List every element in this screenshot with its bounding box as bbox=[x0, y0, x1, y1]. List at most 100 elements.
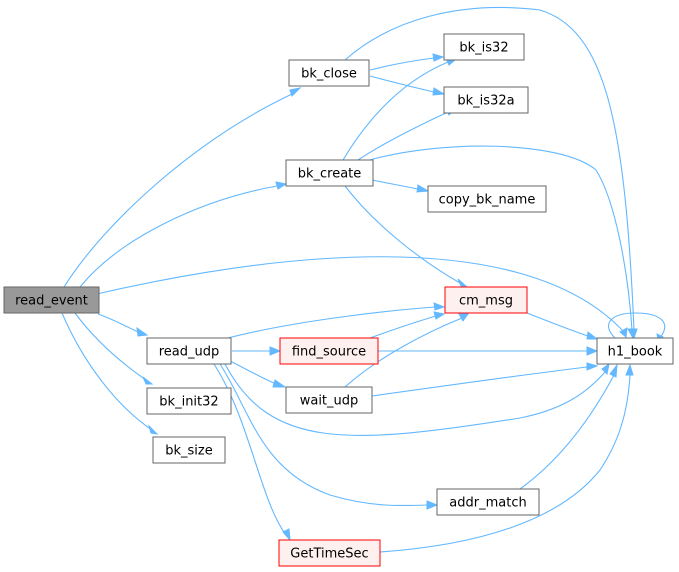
edge-arrowhead bbox=[416, 184, 430, 193]
node-box bbox=[146, 387, 232, 415]
node-bk-init32[interactable]: bk_init32 bbox=[146, 387, 232, 415]
node-box bbox=[285, 159, 374, 187]
edge-line bbox=[526, 312, 589, 337]
edge-GetTimeSec-to-h1_book bbox=[379, 363, 634, 553]
node-label: bk_create bbox=[298, 167, 362, 182]
edge-wait_udp-to-cm_msg bbox=[344, 313, 469, 388]
edge-line bbox=[379, 374, 631, 553]
node-h1-book[interactable]: h1_book bbox=[596, 337, 674, 365]
edge-read_event-to-bk_init32 bbox=[74, 312, 154, 385]
edge-line bbox=[344, 317, 463, 388]
node-label: GetTimeSec bbox=[290, 547, 368, 562]
node-box bbox=[285, 386, 373, 414]
edge-line bbox=[74, 312, 147, 381]
edge-addr_match-to-h1_book bbox=[519, 363, 618, 490]
node-copy-bk-name[interactable]: copy_bk_name bbox=[427, 185, 547, 213]
node-label: bk_close bbox=[301, 67, 357, 82]
node-label: read_event bbox=[15, 294, 88, 309]
edge-arrowhead bbox=[282, 528, 291, 542]
edge-read_udp-to-addr_match bbox=[219, 363, 439, 510]
edge-line bbox=[79, 185, 278, 288]
node-read-udp[interactable]: read_udp bbox=[146, 337, 232, 365]
edge-read_event-to-bk_close bbox=[63, 87, 302, 288]
edge-line bbox=[342, 61, 449, 161]
node-label: h1_book bbox=[608, 345, 663, 360]
node-box bbox=[436, 488, 540, 516]
edge-wait_udp-to-h1_book bbox=[371, 362, 599, 397]
node-bk-is32a[interactable]: bk_is32a bbox=[443, 86, 529, 114]
edge-line bbox=[371, 366, 588, 397]
edge-line bbox=[369, 57, 435, 71]
node-label: bk_is32a bbox=[457, 94, 514, 109]
node-label: bk_is32 bbox=[459, 41, 508, 56]
edge-line bbox=[357, 111, 449, 161]
node-read-event[interactable]: read_event bbox=[3, 286, 100, 314]
node-label: bk_size bbox=[165, 444, 213, 459]
edge-arrowhead bbox=[619, 327, 628, 338]
node-cm-msg[interactable]: cm_msg bbox=[444, 286, 528, 314]
node-label: wait_udp bbox=[300, 394, 359, 409]
edge-find_source-to-h1_book bbox=[378, 346, 599, 356]
edge-arrowhead bbox=[457, 278, 469, 288]
edge-arrowhead bbox=[432, 53, 445, 62]
edge-read_event-to-h1_book bbox=[96, 256, 628, 338]
edge-arrowhead bbox=[136, 326, 149, 337]
edge-layer bbox=[61, 6, 666, 553]
node-bk-close[interactable]: bk_close bbox=[288, 59, 370, 87]
edge-bk_create-to-copy_bk_name bbox=[371, 179, 430, 193]
edge-arrowhead bbox=[586, 331, 599, 340]
edge-arrowhead bbox=[625, 363, 634, 376]
edge-read_udp-to-find_source bbox=[232, 346, 282, 356]
edge-read_event-to-read_udp bbox=[97, 313, 149, 337]
node-wait-udp[interactable]: wait_udp bbox=[285, 386, 373, 414]
edge-arrowhead bbox=[586, 362, 599, 371]
node-label: read_udp bbox=[159, 345, 220, 360]
edge-line bbox=[61, 312, 153, 431]
node-label: copy_bk_name bbox=[439, 193, 536, 208]
edge-read_udp-to-wait_udp bbox=[229, 360, 287, 388]
node-box bbox=[3, 286, 100, 314]
edge-find_source-to-cm_msg bbox=[369, 311, 446, 339]
edge-line bbox=[344, 185, 461, 284]
edge-read_event-to-bk_create bbox=[79, 181, 288, 288]
edge-arrowhead bbox=[426, 500, 439, 510]
edge-arrowhead bbox=[289, 87, 302, 97]
edge-line bbox=[608, 312, 666, 339]
edge-line bbox=[229, 360, 277, 385]
edge-arrowhead bbox=[433, 311, 446, 320]
edge-arrowhead bbox=[272, 379, 287, 388]
edge-arrowhead bbox=[142, 376, 154, 385]
edge-read_event-to-bk_size bbox=[61, 312, 159, 435]
edge-read_udp-to-cm_msg bbox=[227, 302, 446, 339]
edge-line bbox=[369, 75, 435, 93]
edge-arrowhead bbox=[432, 87, 446, 96]
node-bk-size[interactable]: bk_size bbox=[152, 436, 226, 464]
edge-line bbox=[519, 374, 615, 490]
node-gettimesec[interactable]: GetTimeSec bbox=[278, 539, 381, 567]
edge-line bbox=[96, 256, 625, 333]
edge-arrowhead bbox=[275, 181, 288, 190]
node-box bbox=[443, 33, 525, 61]
node-box bbox=[279, 337, 379, 365]
edge-cm_msg-to-h1_book bbox=[526, 312, 599, 340]
node-find-source[interactable]: find_source bbox=[279, 337, 379, 365]
edge-arrowhead bbox=[433, 302, 446, 311]
edge-line bbox=[63, 93, 293, 288]
node-box bbox=[146, 337, 232, 365]
edge-line bbox=[224, 363, 606, 436]
edge-line bbox=[369, 315, 437, 339]
edge-line bbox=[219, 363, 428, 507]
edge-line bbox=[213, 363, 287, 536]
node-box bbox=[443, 86, 529, 114]
node-box bbox=[427, 185, 547, 213]
edge-read_udp-to-h1_book bbox=[224, 362, 610, 436]
edge-arrowhead bbox=[586, 346, 599, 356]
node-bk-create[interactable]: bk_create bbox=[285, 159, 374, 187]
edge-read_udp-to-GetTimeSec bbox=[213, 363, 291, 542]
node-box bbox=[152, 436, 226, 464]
node-bk-is32[interactable]: bk_is32 bbox=[443, 33, 525, 61]
edge-line bbox=[227, 306, 436, 339]
node-box bbox=[444, 286, 528, 314]
node-addr-match[interactable]: addr_match bbox=[436, 488, 540, 516]
